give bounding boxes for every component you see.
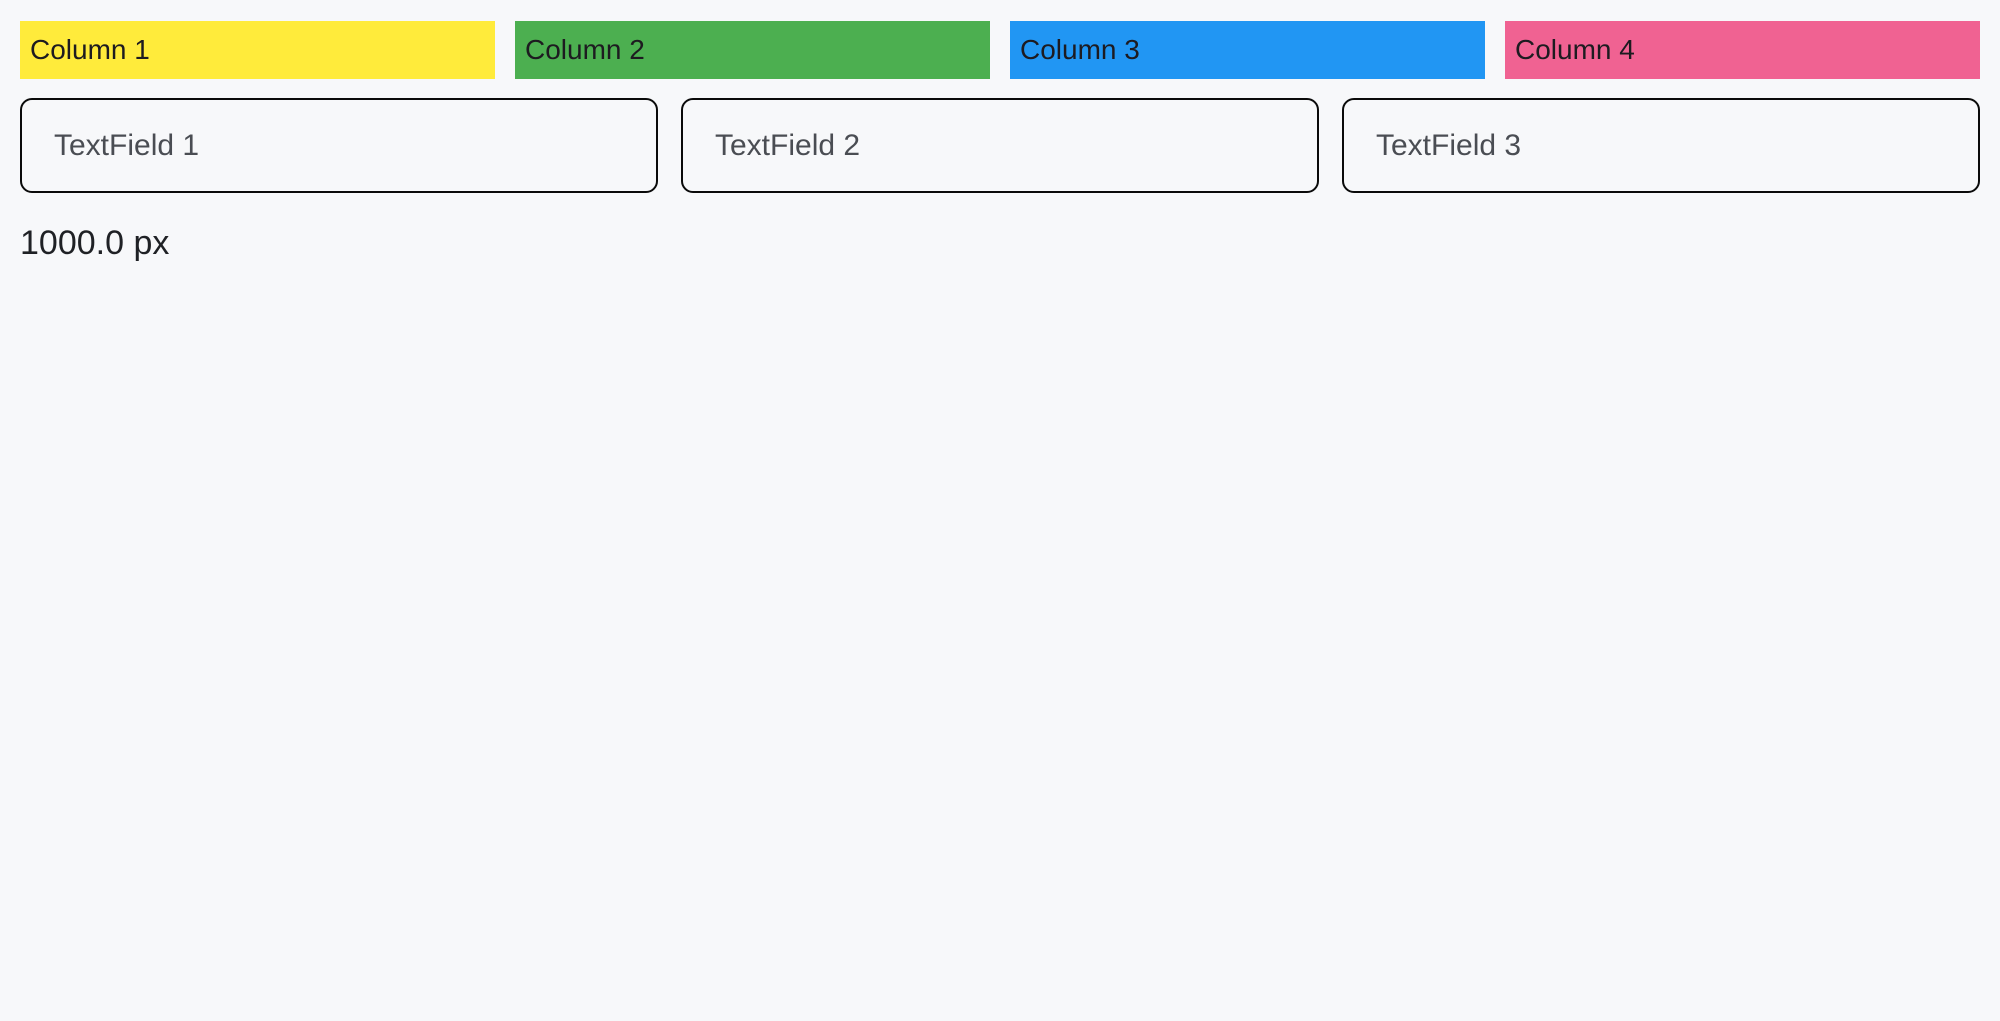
textfields-row: [0, 98, 2000, 193]
textfield-1[interactable]: [20, 98, 658, 193]
column-bar-1: Column 1: [20, 21, 495, 79]
column-bar-1-label: Column 1: [30, 34, 150, 65]
column-bar-3-label: Column 3: [1020, 34, 1140, 65]
column-bar-4-label: Column 4: [1515, 34, 1635, 65]
column-bar-3: Column 3: [1010, 21, 1485, 79]
column-bar-2-label: Column 2: [525, 34, 645, 65]
textfield-2[interactable]: [681, 98, 1319, 193]
column-bar-4: Column 4: [1505, 21, 1980, 79]
column-bar-2: Column 2: [515, 21, 990, 79]
textfield-3[interactable]: [1342, 98, 1980, 193]
column-bars-row: Column 1 Column 2 Column 3 Column 4: [0, 21, 2000, 79]
width-readout-label: 1000.0 px: [20, 224, 170, 262]
